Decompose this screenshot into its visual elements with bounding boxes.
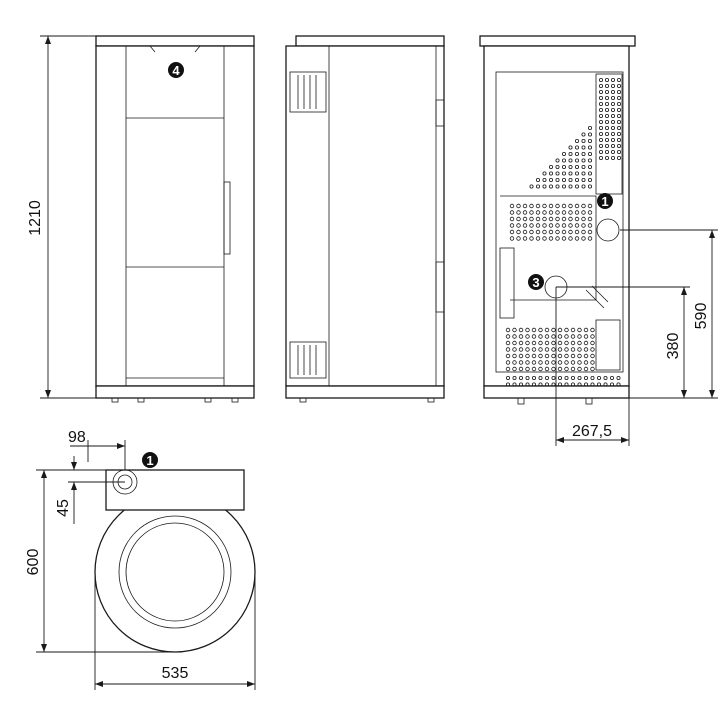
side-base bbox=[285, 385, 445, 399]
front-body bbox=[95, 45, 255, 387]
top-view-cover bbox=[125, 522, 225, 622]
svg-text:535: 535 bbox=[162, 665, 189, 682]
side-vent-top bbox=[289, 71, 327, 113]
dimension-depth: 600 bbox=[25, 469, 175, 653]
top-view-inner-ring bbox=[118, 515, 232, 629]
top-view-rear-housing bbox=[105, 469, 245, 511]
svg-text:45: 45 bbox=[55, 499, 72, 517]
dimension-height-total: 1210 bbox=[27, 35, 96, 399]
side-body bbox=[285, 45, 445, 387]
svg-text:3: 3 bbox=[532, 275, 539, 290]
svg-text:1: 1 bbox=[601, 194, 608, 209]
badge-air-inlet: 3 bbox=[528, 274, 544, 290]
svg-text:380: 380 bbox=[665, 333, 682, 360]
front-view: 4 bbox=[95, 35, 255, 403]
side-view bbox=[285, 35, 445, 403]
svg-text:600: 600 bbox=[25, 549, 42, 576]
side-top-plate bbox=[295, 35, 445, 47]
rear-base bbox=[483, 385, 630, 399]
dimension-outlet-height: 590 bbox=[620, 229, 718, 399]
badge-flue-outlet: 1 bbox=[597, 193, 613, 209]
rear-body bbox=[483, 45, 630, 387]
front-top-plate bbox=[95, 35, 255, 47]
top-view: 1 bbox=[94, 452, 256, 653]
rear-top-plate bbox=[479, 35, 636, 47]
dimension-width: 535 bbox=[94, 572, 256, 690]
svg-text:4: 4 bbox=[172, 63, 180, 78]
badge-flue-top: 1 bbox=[142, 452, 158, 468]
svg-text:1210: 1210 bbox=[27, 200, 44, 236]
side-vent-bottom bbox=[289, 341, 327, 379]
door-handle bbox=[223, 181, 231, 255]
svg-text:267,5: 267,5 bbox=[572, 423, 612, 440]
rear-view: 1 3 bbox=[479, 35, 636, 405]
svg-text:590: 590 bbox=[693, 303, 710, 330]
electrical-panel bbox=[499, 247, 515, 319]
rear-perforation-pattern bbox=[505, 78, 622, 387]
rear-perforation-right bbox=[595, 73, 623, 195]
dimension-flue-offset-x: 98 bbox=[68, 429, 126, 470]
svg-text:98: 98 bbox=[68, 429, 86, 446]
badge-top-panel: 4 bbox=[168, 62, 184, 78]
front-base bbox=[95, 385, 255, 399]
svg-text:1: 1 bbox=[146, 453, 153, 468]
dimension-outlet-offset: 267,5 bbox=[555, 287, 630, 446]
dimension-inlet-height: 380 bbox=[556, 286, 690, 398]
flue-outlet-circle bbox=[596, 218, 620, 242]
